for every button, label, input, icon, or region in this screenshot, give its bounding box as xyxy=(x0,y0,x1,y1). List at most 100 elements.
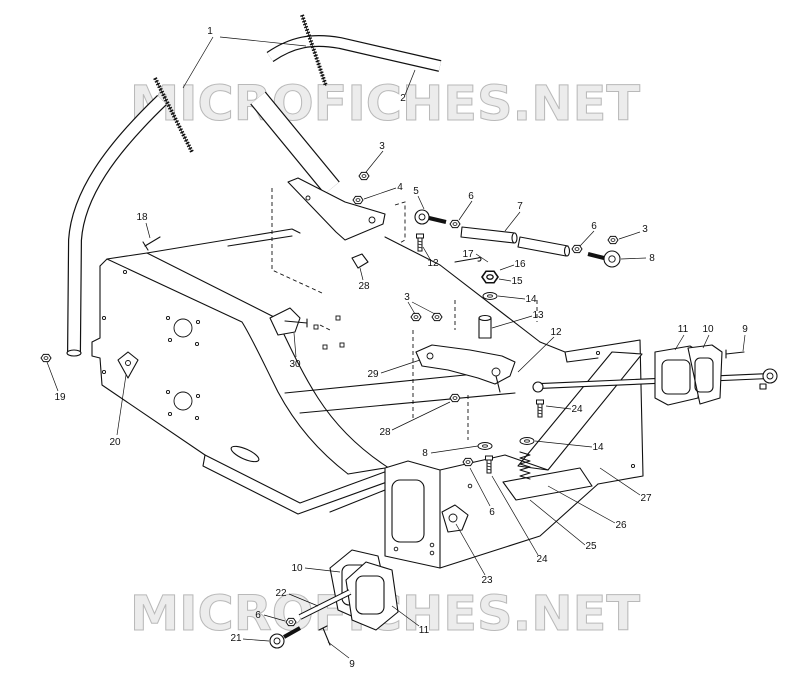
hex-nut xyxy=(352,195,364,205)
callout-label: 3 xyxy=(379,141,385,152)
callout-label: 6 xyxy=(255,610,261,621)
hex-nut xyxy=(449,219,461,229)
left-plate-inner xyxy=(106,252,393,471)
front-holes xyxy=(393,483,473,556)
bolt xyxy=(416,233,424,252)
callout-label: 29 xyxy=(367,369,379,380)
castle-nut xyxy=(481,270,499,284)
callout-label: 3 xyxy=(642,224,648,235)
skid-plate xyxy=(202,454,399,515)
callout-label: 14 xyxy=(525,294,537,305)
plate-bolt-holes xyxy=(101,269,201,421)
watermark: MICROFICHES.NET MICROFICHES.NET xyxy=(130,76,641,643)
callout-label: 19 xyxy=(54,392,66,403)
callout-label: 6 xyxy=(591,221,597,232)
plate-28 xyxy=(351,253,369,269)
callout-label: 24 xyxy=(571,404,583,415)
callout-label: 10 xyxy=(291,563,303,574)
plate-hole xyxy=(173,318,193,338)
ball-joint xyxy=(532,381,544,393)
callout-label: 1 xyxy=(207,26,213,37)
rod-end-shaft xyxy=(587,252,605,260)
front-bracket xyxy=(384,460,441,569)
callout-label: 24 xyxy=(536,554,548,565)
hex-nut xyxy=(285,617,297,627)
front-bracket-cutout xyxy=(391,479,425,543)
callout-label: 21 xyxy=(230,633,242,644)
pin-18 xyxy=(142,236,161,251)
callout-label: 18 xyxy=(136,212,148,223)
front-face-top xyxy=(439,454,549,471)
callout-label: 3 xyxy=(404,292,410,303)
right-plate xyxy=(539,339,644,485)
washer xyxy=(519,437,535,445)
callout-label: 15 xyxy=(511,276,523,287)
hardware xyxy=(40,171,619,627)
hex-nut xyxy=(358,171,370,181)
callout-label: 2 xyxy=(400,93,406,104)
rocker-plate xyxy=(415,344,516,385)
bolt-9-right xyxy=(725,349,745,359)
callout-label: 26 xyxy=(615,520,627,531)
tube-7b xyxy=(517,236,569,257)
callout-labels: 1 2 3 4 5 6 7 6 3 8 18 17 16 12 15 28 14… xyxy=(54,26,748,670)
spring xyxy=(519,451,531,480)
left-handlebar-tube xyxy=(67,94,167,353)
bolt-9-lower xyxy=(318,625,331,646)
callout-label: 7 xyxy=(517,201,523,212)
callout-label: 8 xyxy=(649,253,655,264)
leader-lines xyxy=(46,36,746,659)
washer xyxy=(482,292,498,300)
callout-label: 27 xyxy=(640,493,652,504)
watermark-top: MICROFICHES.NET xyxy=(130,76,640,132)
rear-slope xyxy=(384,236,541,343)
callout-label: 4 xyxy=(397,182,403,193)
washer xyxy=(477,442,493,450)
callout-label: 8 xyxy=(422,448,428,459)
rear-inner-edge xyxy=(227,235,293,247)
skid-plate-inner xyxy=(204,454,391,504)
hex-nut xyxy=(40,353,52,363)
tube-end-cap xyxy=(66,349,82,357)
rod-end-shaft xyxy=(428,216,447,224)
floor-edge xyxy=(299,392,516,414)
callout-label: 11 xyxy=(678,324,689,335)
callout-label: 6 xyxy=(468,191,474,202)
hex-nut xyxy=(410,312,422,322)
hex-nut xyxy=(449,393,461,403)
callout-label: 23 xyxy=(481,575,493,586)
callout-label: 17 xyxy=(462,249,474,260)
lower-steering xyxy=(269,549,399,649)
front-left-edge xyxy=(329,467,386,513)
front-face-bottom xyxy=(439,483,599,569)
left-plate-outer xyxy=(99,258,349,475)
bolt xyxy=(536,399,544,418)
callout-label: 10 xyxy=(702,324,714,335)
callout-label: 25 xyxy=(585,541,597,552)
hex-nut xyxy=(431,312,443,322)
rear-top-edge xyxy=(146,228,301,254)
callout-label: 9 xyxy=(349,659,355,670)
hex-nut xyxy=(607,235,619,245)
tube-7a xyxy=(460,226,516,244)
hex-nut xyxy=(571,244,583,254)
assembly-lines xyxy=(271,188,538,440)
handlebars xyxy=(66,14,442,357)
steering-linkage xyxy=(287,177,778,406)
bolt xyxy=(485,455,493,474)
right-plate-inner xyxy=(564,351,599,363)
skid-slot xyxy=(230,445,260,463)
callout-label: 9 xyxy=(742,324,748,335)
callout-label: 16 xyxy=(514,259,526,270)
callout-label: 22 xyxy=(275,588,287,599)
left-plate-edge xyxy=(91,265,206,456)
callout-label: 30 xyxy=(289,359,301,370)
callout-label: 13 xyxy=(532,310,544,321)
callout-label: 6 xyxy=(489,507,495,518)
cotter-pin xyxy=(454,257,482,263)
callout-label: 12 xyxy=(550,327,562,338)
callout-label: 28 xyxy=(379,427,391,438)
strut-foot-plate xyxy=(502,467,593,501)
floor-holes xyxy=(313,315,345,350)
